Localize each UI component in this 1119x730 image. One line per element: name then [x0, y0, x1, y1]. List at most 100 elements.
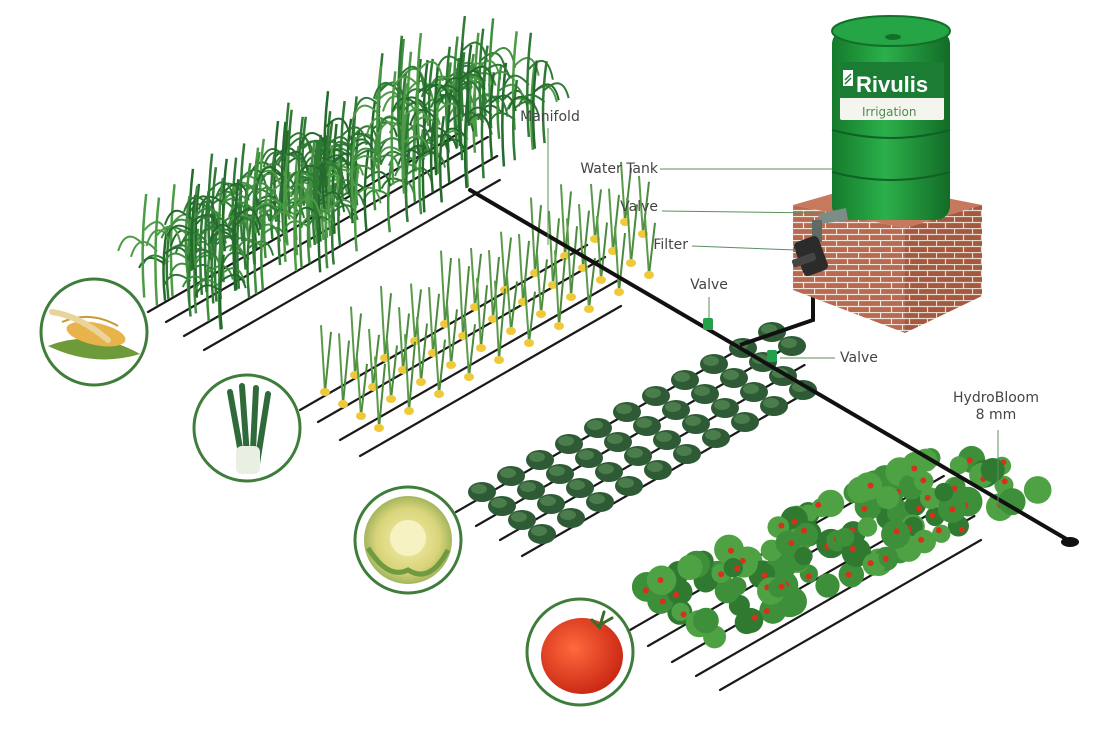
corn-leaf [543, 82, 570, 99]
corn-leaf [256, 166, 285, 184]
corn-leaf [117, 235, 145, 252]
label-hydrobloom-size: 8 mm [975, 407, 1017, 423]
lettuce-highlight [549, 466, 565, 476]
label-valve-upper: Valve [690, 277, 728, 293]
corn-leaf [391, 75, 420, 92]
leek-leaf [320, 325, 326, 393]
tomato-fruit [727, 547, 734, 554]
pipe-end-cap [1061, 537, 1079, 547]
leek-leaf [630, 204, 638, 264]
lettuce-highlight [763, 398, 779, 408]
corn-leaf [507, 95, 536, 110]
leek-bulb [524, 339, 534, 347]
leek-leaf [612, 194, 620, 252]
leek-leaf [480, 285, 488, 349]
leek-leaf [438, 339, 446, 395]
leek-leaf [494, 280, 500, 361]
leek-bulb [584, 305, 594, 313]
corn-leaf [183, 196, 211, 213]
lettuce-highlight [531, 526, 547, 536]
corn-leaf [235, 238, 264, 253]
tomato-bush [881, 519, 911, 549]
lettuce-highlight [500, 468, 516, 478]
water-tank-lid [831, 15, 951, 47]
corn-stalk [353, 163, 360, 252]
leek-leaf [414, 289, 422, 342]
corn-leaf [325, 117, 352, 138]
tomato-bush [723, 558, 743, 578]
leek-leaf [620, 161, 626, 223]
corn-leaf [491, 94, 517, 112]
lettuce-highlight [636, 418, 652, 428]
brick-base-side [905, 205, 982, 333]
corn-leaf [517, 93, 546, 107]
lettuce-highlight [714, 400, 730, 410]
leek-field [320, 161, 656, 432]
leek-leaf [566, 218, 572, 298]
leek-icon [227, 383, 271, 474]
leek-leaf [350, 306, 356, 376]
label-filter: Filter [653, 237, 688, 253]
leek-leaf [540, 259, 548, 315]
leek-bulb [386, 395, 396, 403]
lettuce-highlight [607, 434, 623, 444]
lettuce-highlight [598, 464, 614, 474]
lettuce-highlight [665, 402, 681, 412]
corn-leaf [391, 97, 420, 112]
leek-leaf [554, 250, 560, 327]
leek-bulb [338, 400, 348, 408]
corn-leaf [480, 52, 507, 70]
lettuce-highlight [705, 430, 721, 440]
water-tank-body [832, 30, 950, 220]
lettuce-highlight [685, 416, 701, 426]
leek-leaf [642, 181, 650, 235]
leek-bulb [434, 390, 444, 398]
leek-leaf [528, 291, 536, 344]
tomato-bush [876, 486, 900, 510]
tomato-fruit [920, 477, 927, 484]
corn-stalk [194, 183, 201, 298]
corn-leaf [351, 104, 380, 120]
lettuce-highlight [781, 338, 797, 348]
lettuce-highlight [587, 420, 603, 430]
lettuce-highlight [569, 480, 585, 490]
label-hydrobloom: HydroBloom 8 mm [936, 390, 1056, 424]
tomato-bush [778, 590, 803, 615]
corn-icon [48, 309, 140, 360]
tomato-bush [949, 456, 968, 475]
leek-bulb [398, 366, 408, 374]
corn-leaf [498, 83, 525, 99]
lettuce-field [468, 322, 817, 544]
leek-leaf [354, 313, 362, 376]
corn-stalk [298, 161, 305, 268]
tomato-fruit [916, 505, 923, 512]
tomato-fruit [642, 587, 649, 594]
leek-leaf [434, 333, 440, 395]
tomato-fruit [867, 560, 874, 567]
corn-stalk [438, 116, 445, 203]
corn-stalk [488, 72, 496, 159]
lettuce-highlight [529, 452, 545, 462]
corn-leaf [372, 82, 401, 100]
tomato-fruit [1001, 478, 1008, 485]
corn-leaf [365, 170, 392, 187]
tomato-fruit [882, 555, 889, 562]
drip-line [182, 154, 499, 338]
tomato-fruit [680, 611, 687, 618]
leek-bulb [506, 327, 516, 335]
corn-leaf [194, 284, 223, 297]
tomato-fruit [861, 505, 868, 512]
tomato-field [631, 445, 1052, 649]
leek-leaf [410, 283, 416, 342]
leek-leaf [570, 226, 578, 298]
leek-leaf [614, 226, 620, 293]
drip-line [718, 538, 983, 692]
corn-leaf [164, 246, 191, 262]
corn-stalk [169, 184, 176, 297]
leek-leaf [596, 216, 602, 281]
corn-leaf [209, 181, 236, 202]
corn-stalk [403, 100, 410, 193]
leek-leaf [476, 278, 482, 349]
leek-bulb [374, 424, 384, 432]
corn-leaf [505, 97, 534, 112]
